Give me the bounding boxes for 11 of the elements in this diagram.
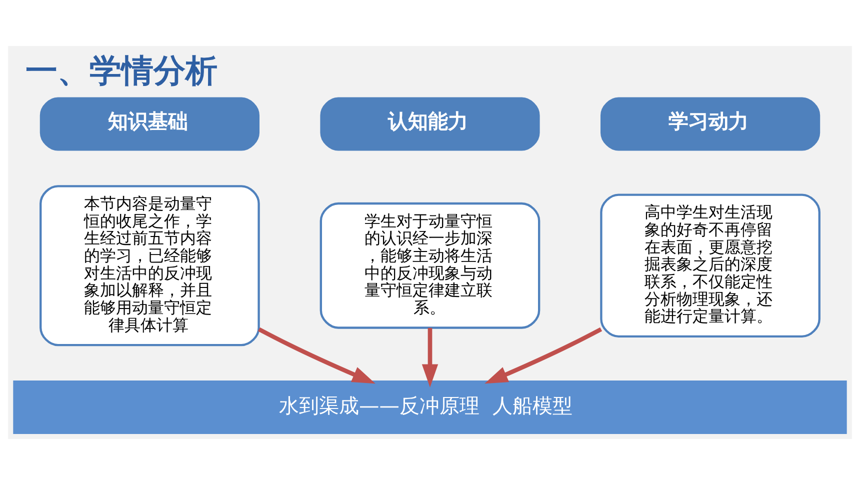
node-box: 学习动力 xyxy=(600,96,820,150)
node-box: 高中学生对生活现象的好奇不再停留在表面，更愿意挖掘表象之后的深度联系，不仅能定性分析物理现象，还能进行定量计算。 xyxy=(600,193,820,337)
arrow xyxy=(422,327,438,387)
node-box: 认知能力 xyxy=(320,96,540,150)
node-box: 水到渠成——反冲原理 人船模型 xyxy=(13,380,847,434)
node-box: 学生对于动量守恒的认识经一步加深，能够主动将生活中的反冲现象与动量守恒定律建立联系。 xyxy=(320,202,540,328)
node-box: 本节内容是动量守恒的收尾之作，学生经过前五节内容的学习，已经能够对生活中的反冲现象加以解释，并且能够用动量守恒定律具体计算 xyxy=(40,184,260,346)
arrow xyxy=(484,326,602,384)
arrow xyxy=(258,326,376,384)
node-box: 知识基础 xyxy=(40,96,260,150)
diagram-title: 一、学情分析 xyxy=(25,53,218,90)
